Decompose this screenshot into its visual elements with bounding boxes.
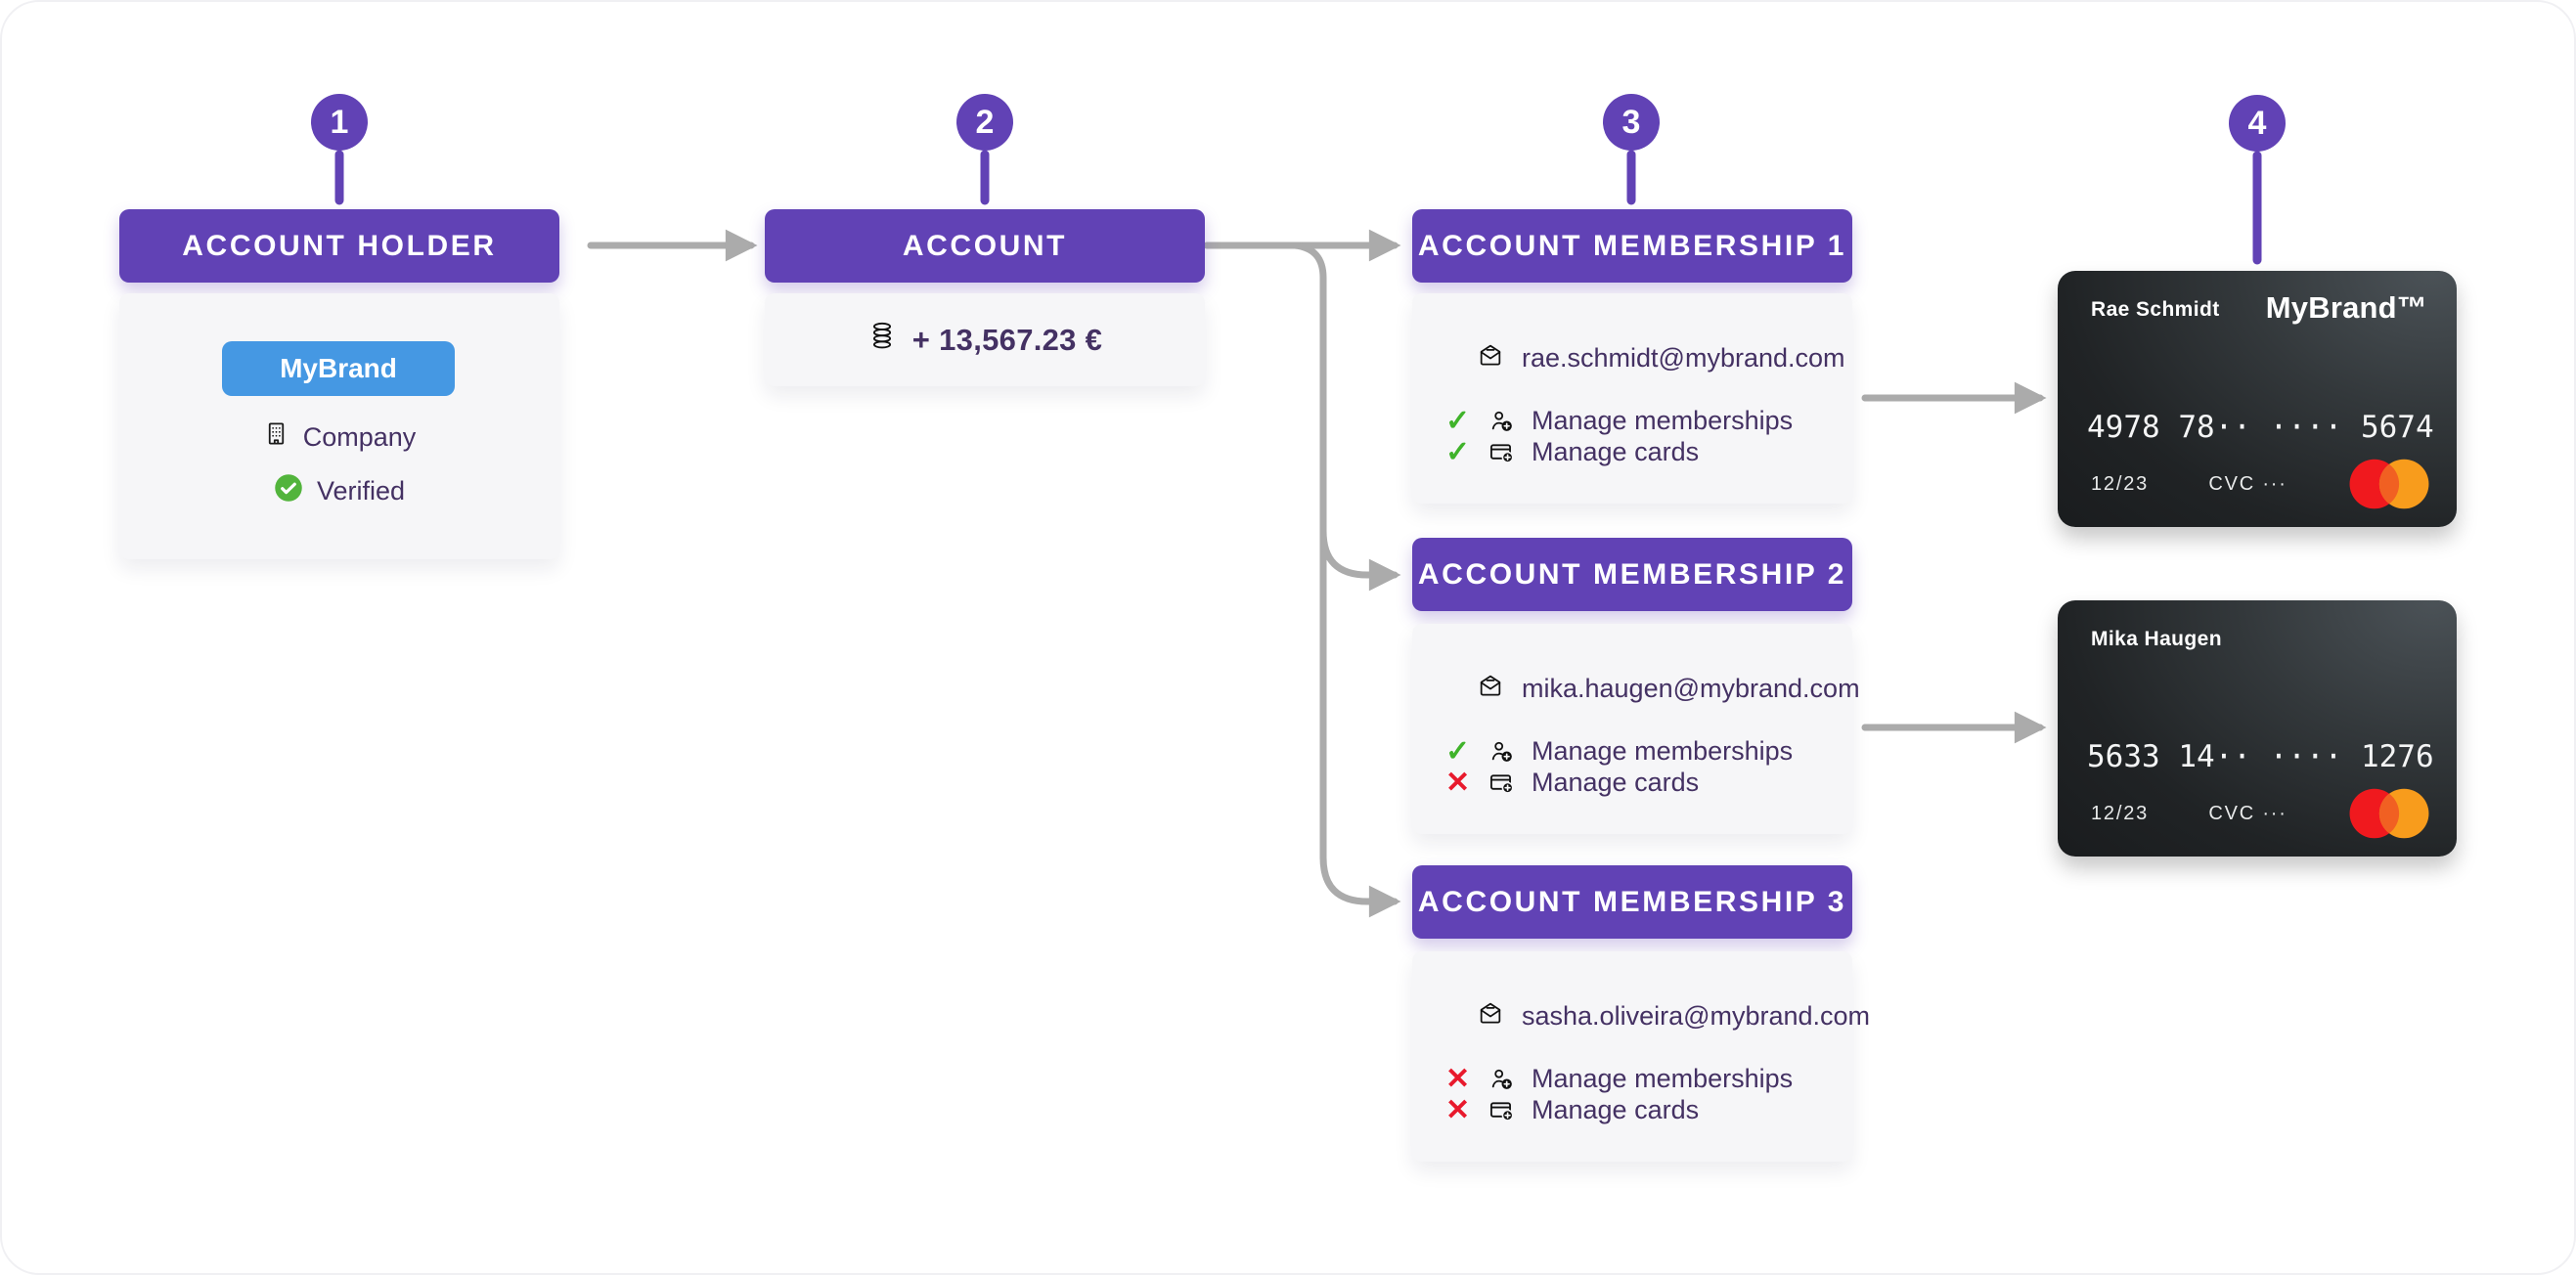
step-number: 4 bbox=[2247, 104, 2267, 142]
email-row: sasha.oliveira@mybrand.com bbox=[1477, 990, 1870, 1041]
company-label: Company bbox=[302, 421, 417, 452]
card-number: 5633 14·· ···· 1276 bbox=[2087, 739, 2434, 774]
step-badge-3: 3 bbox=[1603, 94, 1660, 151]
membership-3-header-label: ACCOUNT MEMBERSHIP 3 bbox=[1417, 885, 1847, 918]
permission-row-manage-memberships: ✓ Manage memberships bbox=[1445, 734, 1793, 768]
permission-label: Manage memberships bbox=[1532, 1063, 1794, 1093]
step-badge-2: 2 bbox=[956, 94, 1013, 151]
membership-2-header-label: ACCOUNT MEMBERSHIP 2 bbox=[1417, 557, 1847, 591]
card-expiry: 12/23 bbox=[2091, 802, 2150, 824]
balance-amount: + 13,567.23 € bbox=[911, 322, 1103, 357]
payment-card-2: Mika Haugen 5633 14·· ···· 1276 12/23 CV… bbox=[2058, 600, 2457, 857]
step-badge-4: 4 bbox=[2229, 95, 2286, 152]
email-address: mika.haugen@mybrand.com bbox=[1522, 673, 1860, 703]
membership-1-header: ACCOUNT MEMBERSHIP 1 bbox=[1412, 209, 1852, 283]
card-holder-name: Mika Haugen bbox=[2091, 628, 2222, 650]
permission-label: Manage cards bbox=[1532, 1094, 1700, 1124]
card-bottom-row: 12/23 CVC ··· bbox=[2091, 457, 2431, 511]
permission-label: Manage cards bbox=[1532, 767, 1700, 797]
permission-label: Manage memberships bbox=[1532, 405, 1794, 435]
account-holder-header-label: ACCOUNT HOLDER bbox=[182, 229, 497, 262]
card-expiry: 12/23 bbox=[2091, 472, 2150, 495]
card-add-icon bbox=[1488, 769, 1524, 796]
email-row: rae.schmidt@mybrand.com bbox=[1477, 332, 1845, 383]
card-add-icon bbox=[1488, 1097, 1524, 1123]
step-number: 2 bbox=[975, 103, 995, 141]
permission-mark-icon: ✕ bbox=[1445, 766, 1471, 799]
card-cvc: CVC ··· bbox=[2208, 802, 2287, 824]
email-icon bbox=[1477, 999, 1504, 1033]
verified-row: Verified bbox=[119, 473, 559, 509]
email-icon bbox=[1477, 672, 1504, 706]
payment-card-1: Rae Schmidt MyBrand™ 4978 78·· ···· 5674… bbox=[2058, 271, 2457, 527]
permission-label: Manage cards bbox=[1532, 436, 1700, 466]
permission-mark-icon: ✓ bbox=[1445, 435, 1471, 468]
email-address: sasha.oliveira@mybrand.com bbox=[1522, 1000, 1871, 1031]
account-holder-header: ACCOUNT HOLDER bbox=[119, 209, 559, 283]
step-number: 1 bbox=[330, 103, 349, 141]
email-icon bbox=[1477, 341, 1504, 375]
brand-badge-label: MyBrand bbox=[280, 353, 397, 383]
email-row: mika.haugen@mybrand.com bbox=[1477, 663, 1860, 714]
verified-label: Verified bbox=[316, 476, 406, 506]
permission-row-manage-memberships: ✕ Manage memberships bbox=[1445, 1062, 1793, 1095]
permission-mark-icon: ✕ bbox=[1445, 1062, 1471, 1095]
permission-row-manage-cards: ✕ Manage cards bbox=[1445, 766, 1699, 799]
card-brand: MyBrand™ bbox=[2265, 290, 2427, 325]
membership-3-card: sasha.oliveira@mybrand.com ✕ Manage memb… bbox=[1412, 951, 1870, 1162]
mastercard-logo bbox=[2347, 457, 2431, 511]
card-bottom-row: 12/23 CVC ··· bbox=[2091, 786, 2431, 841]
membership-1-card: rae.schmidt@mybrand.com ✓ Manage members… bbox=[1412, 293, 1852, 504]
person-add-icon bbox=[1488, 408, 1524, 434]
step-stem-lines bbox=[334, 150, 2262, 265]
card-cvc: CVC ··· bbox=[2208, 472, 2287, 495]
membership-2-card: mika.haugen@mybrand.com ✓ Manage members… bbox=[1412, 624, 1860, 834]
membership-3-header: ACCOUNT MEMBERSHIP 3 bbox=[1412, 865, 1852, 939]
step-number: 3 bbox=[1621, 103, 1641, 141]
person-add-icon bbox=[1488, 1066, 1524, 1092]
email-address: rae.schmidt@mybrand.com bbox=[1522, 342, 1845, 373]
permission-mark-icon: ✕ bbox=[1445, 1093, 1471, 1126]
account-balance-card: + 13,567.23 € bbox=[765, 293, 1205, 386]
card-number: 4978 78·· ···· 5674 bbox=[2087, 410, 2434, 445]
membership-2-header: ACCOUNT MEMBERSHIP 2 bbox=[1412, 538, 1852, 611]
membership-1-header-label: ACCOUNT MEMBERSHIP 1 bbox=[1417, 229, 1847, 262]
mastercard-logo bbox=[2347, 786, 2431, 841]
account-header: ACCOUNT bbox=[765, 209, 1205, 283]
permission-mark-icon: ✓ bbox=[1445, 734, 1471, 768]
card-add-icon bbox=[1488, 439, 1524, 465]
permission-row-manage-cards: ✕ Manage cards bbox=[1445, 1093, 1699, 1126]
permission-row-manage-cards: ✓ Manage cards bbox=[1445, 435, 1699, 468]
account-holder-card: MyBrand Company Verified bbox=[119, 293, 559, 559]
verified-icon bbox=[274, 473, 303, 509]
building-icon bbox=[263, 420, 289, 454]
permission-row-manage-memberships: ✓ Manage memberships bbox=[1445, 404, 1793, 437]
person-add-icon bbox=[1488, 738, 1524, 765]
coins-icon bbox=[867, 322, 897, 358]
permission-mark-icon: ✓ bbox=[1445, 404, 1471, 437]
card-holder-name: Rae Schmidt bbox=[2091, 298, 2220, 321]
permission-label: Manage memberships bbox=[1532, 735, 1794, 766]
brand-badge: MyBrand bbox=[222, 341, 455, 396]
step-badge-1: 1 bbox=[311, 94, 368, 151]
company-row: Company bbox=[119, 420, 559, 454]
account-header-label: ACCOUNT bbox=[902, 229, 1068, 262]
